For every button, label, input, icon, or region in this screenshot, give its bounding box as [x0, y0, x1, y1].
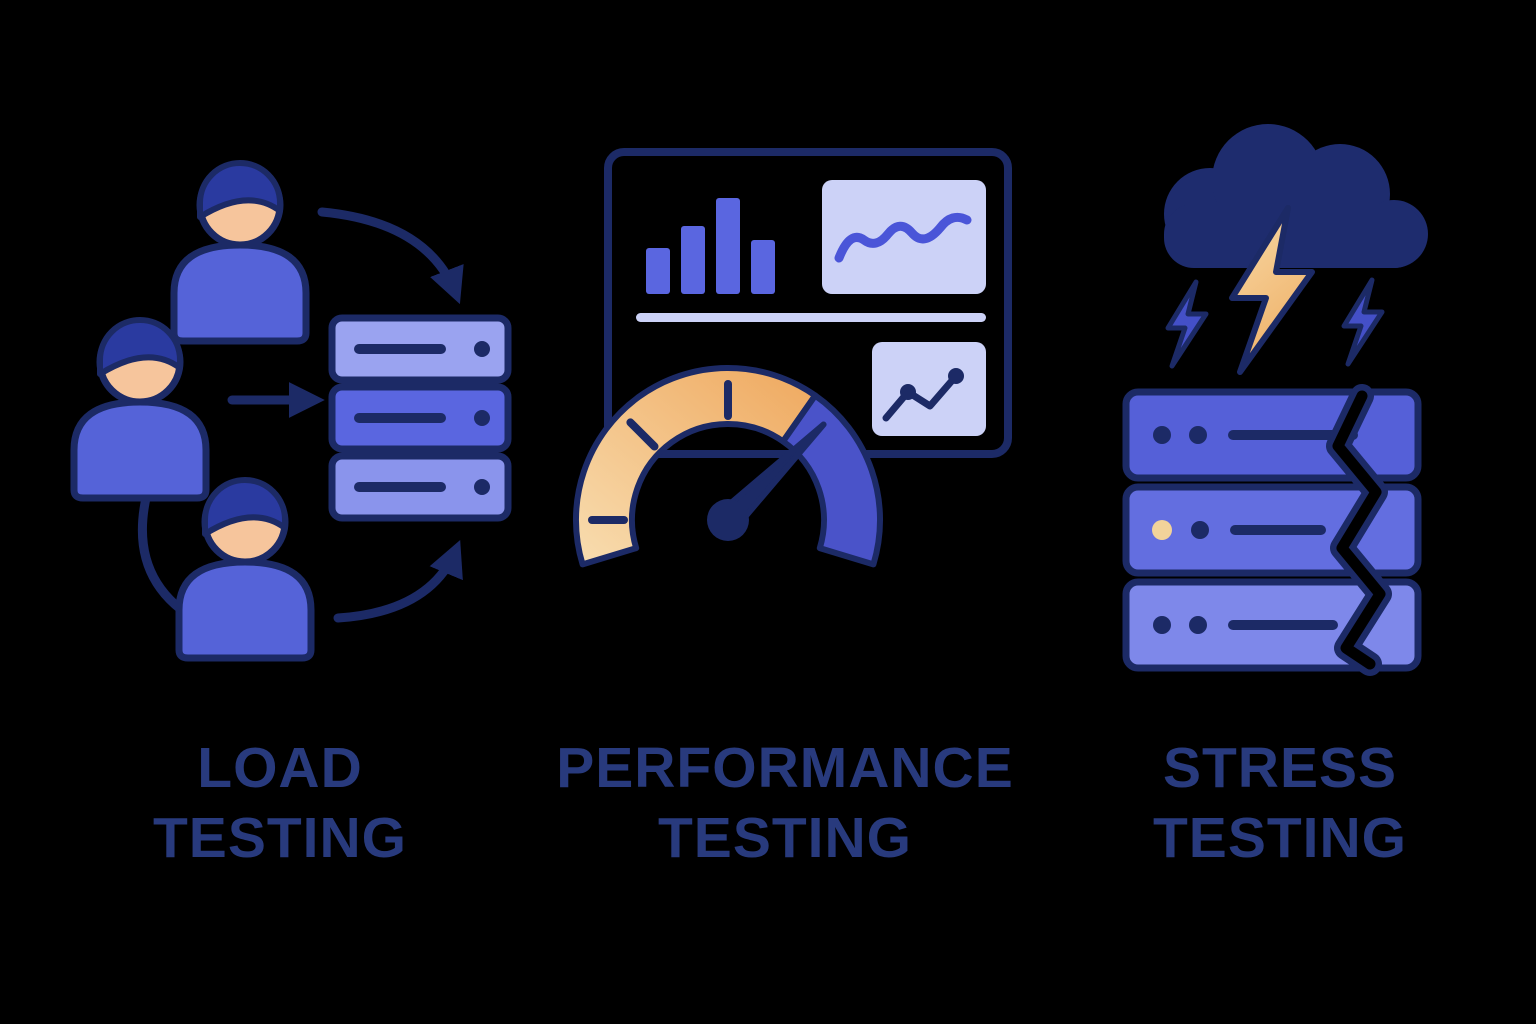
server-details — [354, 341, 490, 495]
trend-chart-panel — [822, 180, 986, 294]
dot-chart-point — [948, 368, 964, 384]
gauge-ticks — [588, 380, 732, 524]
warning-dot — [1152, 520, 1172, 540]
users-group — [74, 163, 311, 658]
load-testing-label: LOAD TESTING — [60, 734, 500, 873]
label-line-1: STRESS — [1162, 736, 1398, 800]
users-to-servers-icon — [60, 130, 512, 700]
server-stack — [328, 314, 512, 522]
lightning-bolt-main — [1229, 205, 1315, 375]
dot-chart-panel — [872, 342, 986, 436]
trend-wave-line — [834, 212, 972, 263]
dot-chart-point — [900, 384, 916, 400]
bar-chart — [646, 198, 775, 294]
dot-chart-bg — [872, 342, 986, 436]
server-crack — [1326, 384, 1392, 676]
label-line-1: LOAD — [197, 736, 363, 800]
performance-testing-label: PERFORMANCE TESTING — [540, 734, 1030, 873]
label-line-2: TESTING — [152, 805, 407, 870]
label-line-2: TESTING — [1152, 805, 1407, 870]
lightning-bolt-right — [1341, 277, 1385, 367]
gauge-hub — [707, 499, 749, 541]
speedometer-gauge — [573, 364, 883, 568]
label-line-1: PERFORMANCE — [556, 736, 1014, 800]
lightning-bolt-left — [1165, 279, 1209, 369]
cracked-server-stack — [1122, 384, 1422, 676]
stress-testing-label: STRESS TESTING — [1080, 734, 1480, 873]
panel-divider — [636, 313, 986, 322]
flow-arrows — [227, 207, 464, 623]
trend-chart-bg — [822, 180, 986, 294]
dot-chart-line — [882, 372, 960, 422]
storm-cloud — [1164, 124, 1428, 268]
server-details — [1152, 426, 1358, 634]
speedometer-dashboard-icon — [573, 148, 1012, 568]
arrow-top — [317, 207, 464, 305]
gauge-arc-orange — [573, 364, 819, 568]
arrow-bottom — [333, 540, 463, 623]
storm-cracked-servers-icon — [1122, 124, 1428, 676]
label-line-2: TESTING — [657, 805, 912, 870]
